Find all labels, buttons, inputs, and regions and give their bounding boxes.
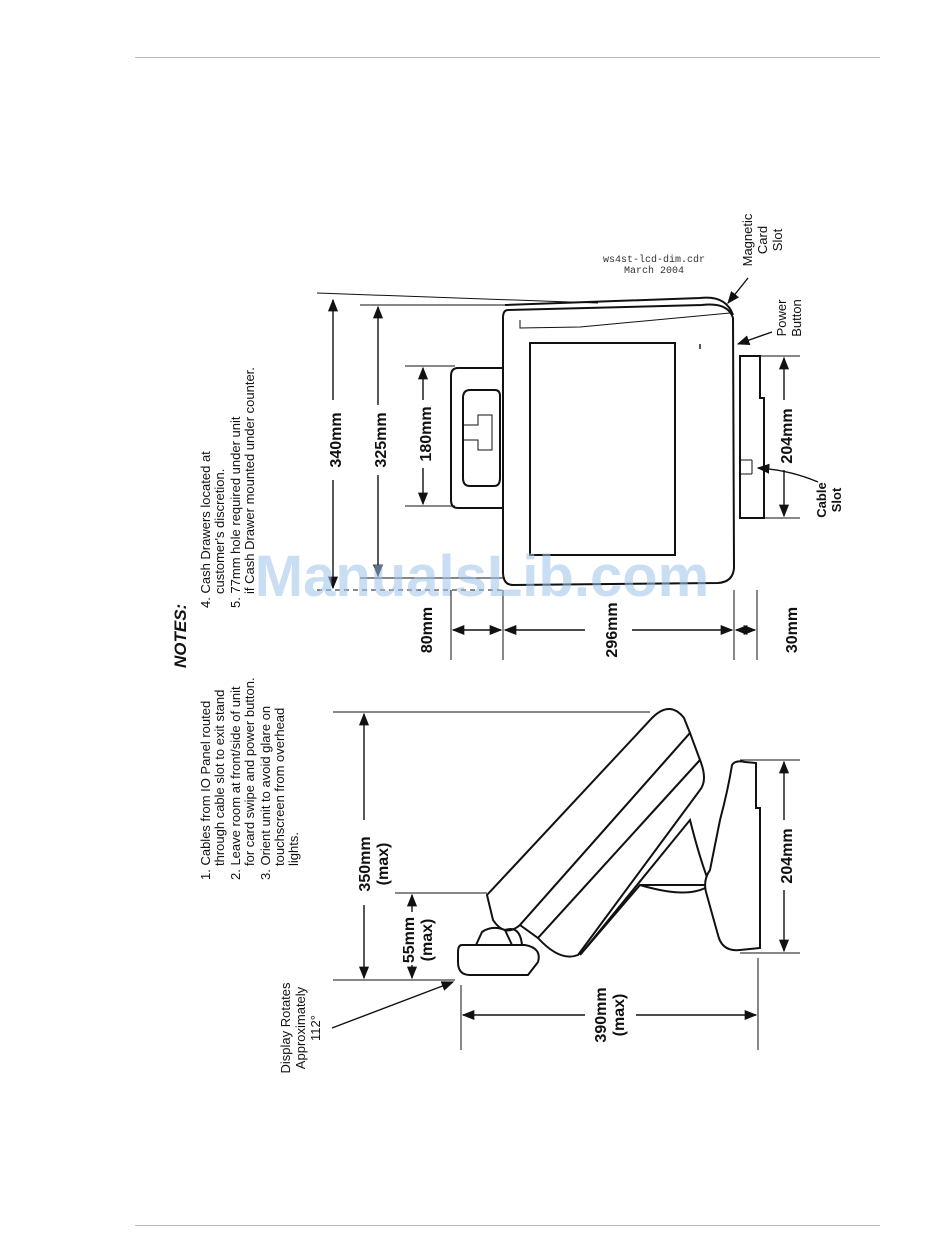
- svg-text:Approximately: Approximately: [293, 986, 308, 1069]
- side-view: 350mm (max) 55mm (max) 390mm (max) 204mm…: [278, 708, 800, 1074]
- svg-text:lights.: lights.: [286, 832, 301, 866]
- svg-text:Button: Button: [789, 299, 804, 337]
- svg-text:4. Cash Drawers located at: 4. Cash Drawers located at: [198, 451, 213, 608]
- svg-text:(max): (max): [375, 843, 392, 886]
- svg-text:through cable slot to exit sta: through cable slot to exit stand: [212, 690, 227, 866]
- dim-340-label: 340mm: [328, 412, 345, 467]
- svg-text:55mm: 55mm: [401, 917, 418, 963]
- notes-column-1: 1. Cables from IO Panel routed through c…: [198, 677, 301, 880]
- ext-top-340: [316, 292, 599, 304]
- dim-55-label: 55mm (max): [401, 917, 436, 963]
- dim-296-label: 296mm: [604, 602, 621, 657]
- dim-80-label: 80mm: [419, 607, 436, 653]
- notes-title: NOTES:: [171, 604, 190, 668]
- arm-curve: [639, 884, 711, 894]
- rotation-note: Display Rotates Approximately 112°: [278, 982, 323, 1074]
- cable-slot-callout: Cable Slot: [814, 482, 844, 517]
- base-foot: [704, 760, 761, 952]
- notes-block: NOTES: 1. Cables from IO Panel routed th…: [171, 367, 301, 880]
- svg-text:5. 77mm hole required under un: 5. 77mm hole required under unit: [228, 416, 243, 608]
- cable-slot-leader: [756, 463, 819, 483]
- dim-350-label: 350mm (max): [357, 836, 392, 891]
- svg-text:Power: Power: [774, 299, 789, 337]
- svg-text:touchscreen from overhead: touchscreen from overhead: [272, 708, 287, 866]
- power-button-leader: [736, 331, 773, 345]
- display-back: [536, 758, 705, 958]
- card-reader-head: [457, 944, 540, 976]
- svg-text:(max): (max): [419, 919, 436, 962]
- card-slot-line: [519, 312, 731, 329]
- svg-text:1. Cables from IO Panel routed: 1. Cables from IO Panel routed: [198, 701, 213, 880]
- svg-text:(max): (max): [611, 994, 628, 1037]
- top-rule: [135, 57, 880, 58]
- svg-text:3. Orient unit to avoid glare: 3. Orient unit to avoid glare on: [258, 706, 273, 880]
- dim-204s-label: 204mm: [779, 828, 796, 883]
- dim-204f-label: 204mm: [779, 408, 796, 463]
- power-button-callout: Power Button: [774, 299, 804, 337]
- svg-text:Magnetic: Magnetic: [740, 213, 755, 266]
- magnetic-card-slot-callout: Magnetic Card Slot: [740, 213, 785, 266]
- svg-text:Slot: Slot: [829, 487, 844, 512]
- front-view: 340mm 325mm 180mm 204mm 80mm 296mm 30mm …: [316, 213, 844, 660]
- svg-text:Display Rotates: Display Rotates: [278, 982, 293, 1074]
- svg-text:350mm: 350mm: [357, 836, 374, 891]
- svg-text:if Cash Drawer mounted under c: if Cash Drawer mounted under counter.: [242, 367, 257, 594]
- card-reader-top: [475, 926, 513, 946]
- svg-text:customer's discretion.: customer's discretion.: [212, 469, 227, 594]
- dim-390-label: 390mm (max): [593, 987, 628, 1042]
- card-slot-band: [504, 296, 734, 316]
- stand-inner: [462, 389, 501, 487]
- svg-text:Slot: Slot: [770, 228, 785, 251]
- svg-text:2. Leave room at front/side of: 2. Leave room at front/side of unit: [228, 686, 243, 880]
- dim-180-label: 180mm: [418, 406, 435, 461]
- source-file-date: March 2004: [624, 265, 684, 277]
- svg-text:112°: 112°: [308, 1015, 323, 1041]
- stand-latch: [463, 414, 493, 451]
- source-file-name: ws4st-lcd-dim.cdr: [603, 254, 705, 266]
- notes-column-2: 4. Cash Drawers located at customer's di…: [198, 367, 257, 608]
- svg-text:390mm: 390mm: [593, 987, 610, 1042]
- watermark: ManualsLib.com: [255, 544, 709, 609]
- base-block: [739, 355, 765, 519]
- bottom-rule: [135, 1225, 880, 1226]
- monitor-body: [502, 303, 736, 587]
- svg-text:Card: Card: [755, 226, 770, 254]
- dim-325-label: 325mm: [373, 412, 390, 467]
- svg-text:Cable: Cable: [814, 482, 829, 517]
- stand-arm: [579, 817, 712, 956]
- dim-30-label: 30mm: [784, 607, 801, 653]
- touchscreen: [529, 342, 676, 556]
- card-slot-leader: [727, 277, 749, 304]
- card-reader-joint: [504, 928, 523, 946]
- svg-text:for card swipe and power butto: for card swipe and power button.: [242, 677, 257, 866]
- rotation-leader: [331, 981, 455, 1029]
